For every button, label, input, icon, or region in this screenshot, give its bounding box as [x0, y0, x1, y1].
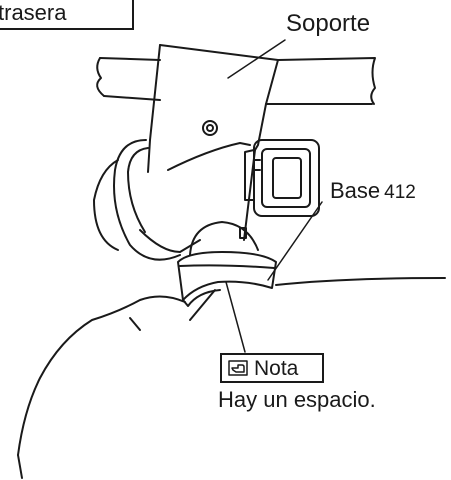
knob — [93, 139, 201, 261]
leader-lines — [225, 39, 323, 353]
base — [177, 251, 277, 307]
base-number: 412 — [384, 182, 416, 203]
note-title: Nota — [254, 357, 299, 380]
rail — [96, 57, 376, 105]
note-text: Hay un espacio. — [218, 387, 376, 412]
base-label-text: Base — [330, 178, 381, 203]
body-outline — [17, 277, 446, 479]
mount — [189, 221, 259, 256]
bracket-label: Soporte — [286, 10, 371, 37]
connector — [244, 139, 320, 217]
bracket — [147, 44, 279, 241]
note-box: Nota — [220, 353, 324, 383]
pointing-hand-note-icon — [228, 360, 248, 376]
header-label-box: trasera — [0, 0, 134, 30]
header-label: trasera — [0, 0, 67, 25]
